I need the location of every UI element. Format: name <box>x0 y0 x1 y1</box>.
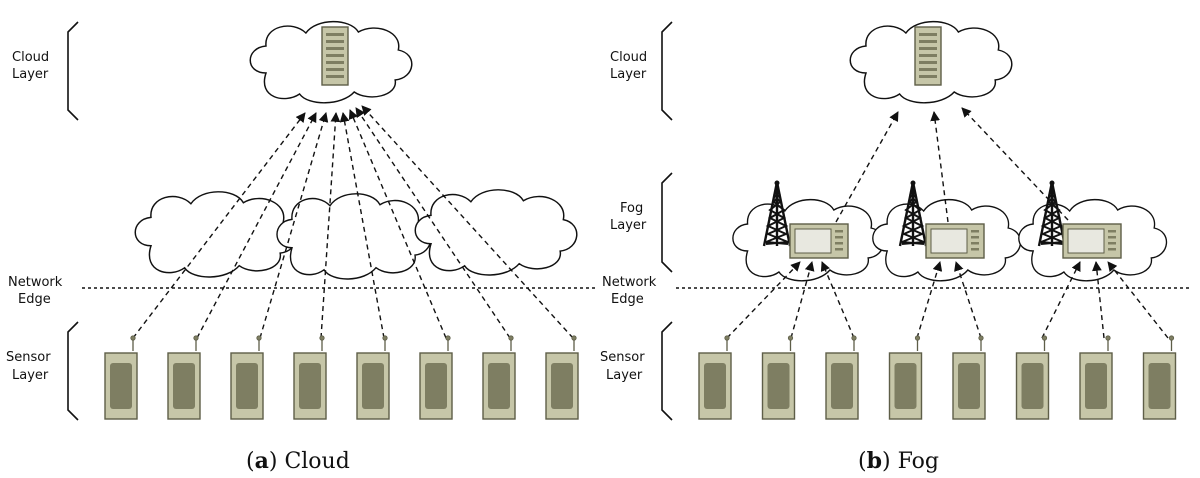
sensor-device-icon <box>293 335 327 420</box>
fog-layer-label-line1: Fog <box>620 201 643 216</box>
uplink-arrow <box>961 107 1069 221</box>
sensor-layer-brace <box>67 321 79 421</box>
uplink-arrow <box>820 261 855 339</box>
network-edge-label-line2: Edge <box>611 292 644 307</box>
sensor-device-icon <box>230 335 264 420</box>
sensor-row <box>698 335 1177 420</box>
sensor-layer-brace <box>661 321 673 421</box>
sensor-device-icon <box>952 335 986 420</box>
sensor-layer-label-line2: Layer <box>606 368 643 383</box>
caption-b: (b) Fog <box>858 448 939 474</box>
uplink-arrow <box>835 111 899 223</box>
sensor-device-icon <box>104 335 138 420</box>
sensor-layer-label-line1: Sensor <box>600 350 645 365</box>
uplink-arrows <box>132 105 574 339</box>
sensor-row <box>104 335 579 420</box>
fog-gateway-icon <box>925 223 985 259</box>
caption-b-text: Fog <box>898 449 939 474</box>
panel-a: Cloud Layer Network Edge Sensor Layer ( <box>6 20 595 474</box>
uplink-arrow <box>132 112 306 339</box>
cloud-layer-label-line1: Cloud <box>12 50 49 65</box>
sensor-layer-label-line2: Layer <box>12 368 49 383</box>
server-icon <box>914 26 942 86</box>
server-icon <box>321 26 349 86</box>
network-edge-label-line1: Network <box>8 275 63 290</box>
uplink-arrow <box>361 105 574 339</box>
sensor-device-icon <box>761 335 796 420</box>
uplink-arrow <box>790 261 815 339</box>
uplink-arrow <box>355 107 511 339</box>
sensor-device-icon <box>545 335 579 420</box>
uplink-arrow <box>339 112 385 339</box>
caption-a-text: Cloud <box>284 449 349 474</box>
cloud-layer-label-line1: Cloud <box>610 50 647 65</box>
sensor-device-icon <box>825 335 859 420</box>
sensor-layer-label-line1: Sensor <box>6 350 51 365</box>
caption-a-letter: a <box>255 448 269 474</box>
sensor-device-icon <box>356 335 390 420</box>
network-edge-label-line1: Network <box>602 275 657 290</box>
cloud-layer-brace <box>67 21 79 121</box>
fog-gateway-icon <box>789 223 849 259</box>
cloud-layer-label-line2: Layer <box>610 67 647 82</box>
uplink-arrow <box>320 112 341 339</box>
sensor-device-icon <box>167 335 201 420</box>
fog-gateway-icon <box>1062 223 1122 259</box>
sensor-device-icon <box>419 335 453 420</box>
fog-layer-brace <box>661 172 673 273</box>
sensor-uplink-arrows <box>726 261 1169 339</box>
cloud-icon <box>276 193 432 280</box>
uplink-arrow <box>196 112 317 339</box>
uplink-arrow <box>930 111 949 223</box>
sensor-device-icon <box>888 335 923 420</box>
caption-b-letter: b <box>867 448 882 474</box>
sensor-device-icon <box>482 335 516 420</box>
sensor-device-icon <box>1015 335 1050 420</box>
fog-uplink-arrows <box>835 107 1069 223</box>
uplink-arrow <box>954 261 982 339</box>
uplink-arrow <box>916 261 943 339</box>
cloud-layer-brace <box>661 21 673 121</box>
network-edge-label-line2: Edge <box>18 292 51 307</box>
sensor-device-icon <box>1142 335 1177 420</box>
sensor-device-icon <box>1079 335 1113 420</box>
cloud-layer-label-line2: Layer <box>12 67 49 82</box>
uplink-arrow <box>1092 261 1105 339</box>
sensor-device-icon <box>698 335 732 420</box>
caption-a: (a) Cloud <box>246 448 350 474</box>
cloud-icon <box>134 191 298 278</box>
panel-b: Cloud Layer Fog Layer Network Edge Senso… <box>600 20 1192 474</box>
uplink-arrow <box>1107 261 1169 339</box>
uplink-arrow <box>259 112 329 339</box>
fog-layer-label-line2: Layer <box>610 218 647 233</box>
